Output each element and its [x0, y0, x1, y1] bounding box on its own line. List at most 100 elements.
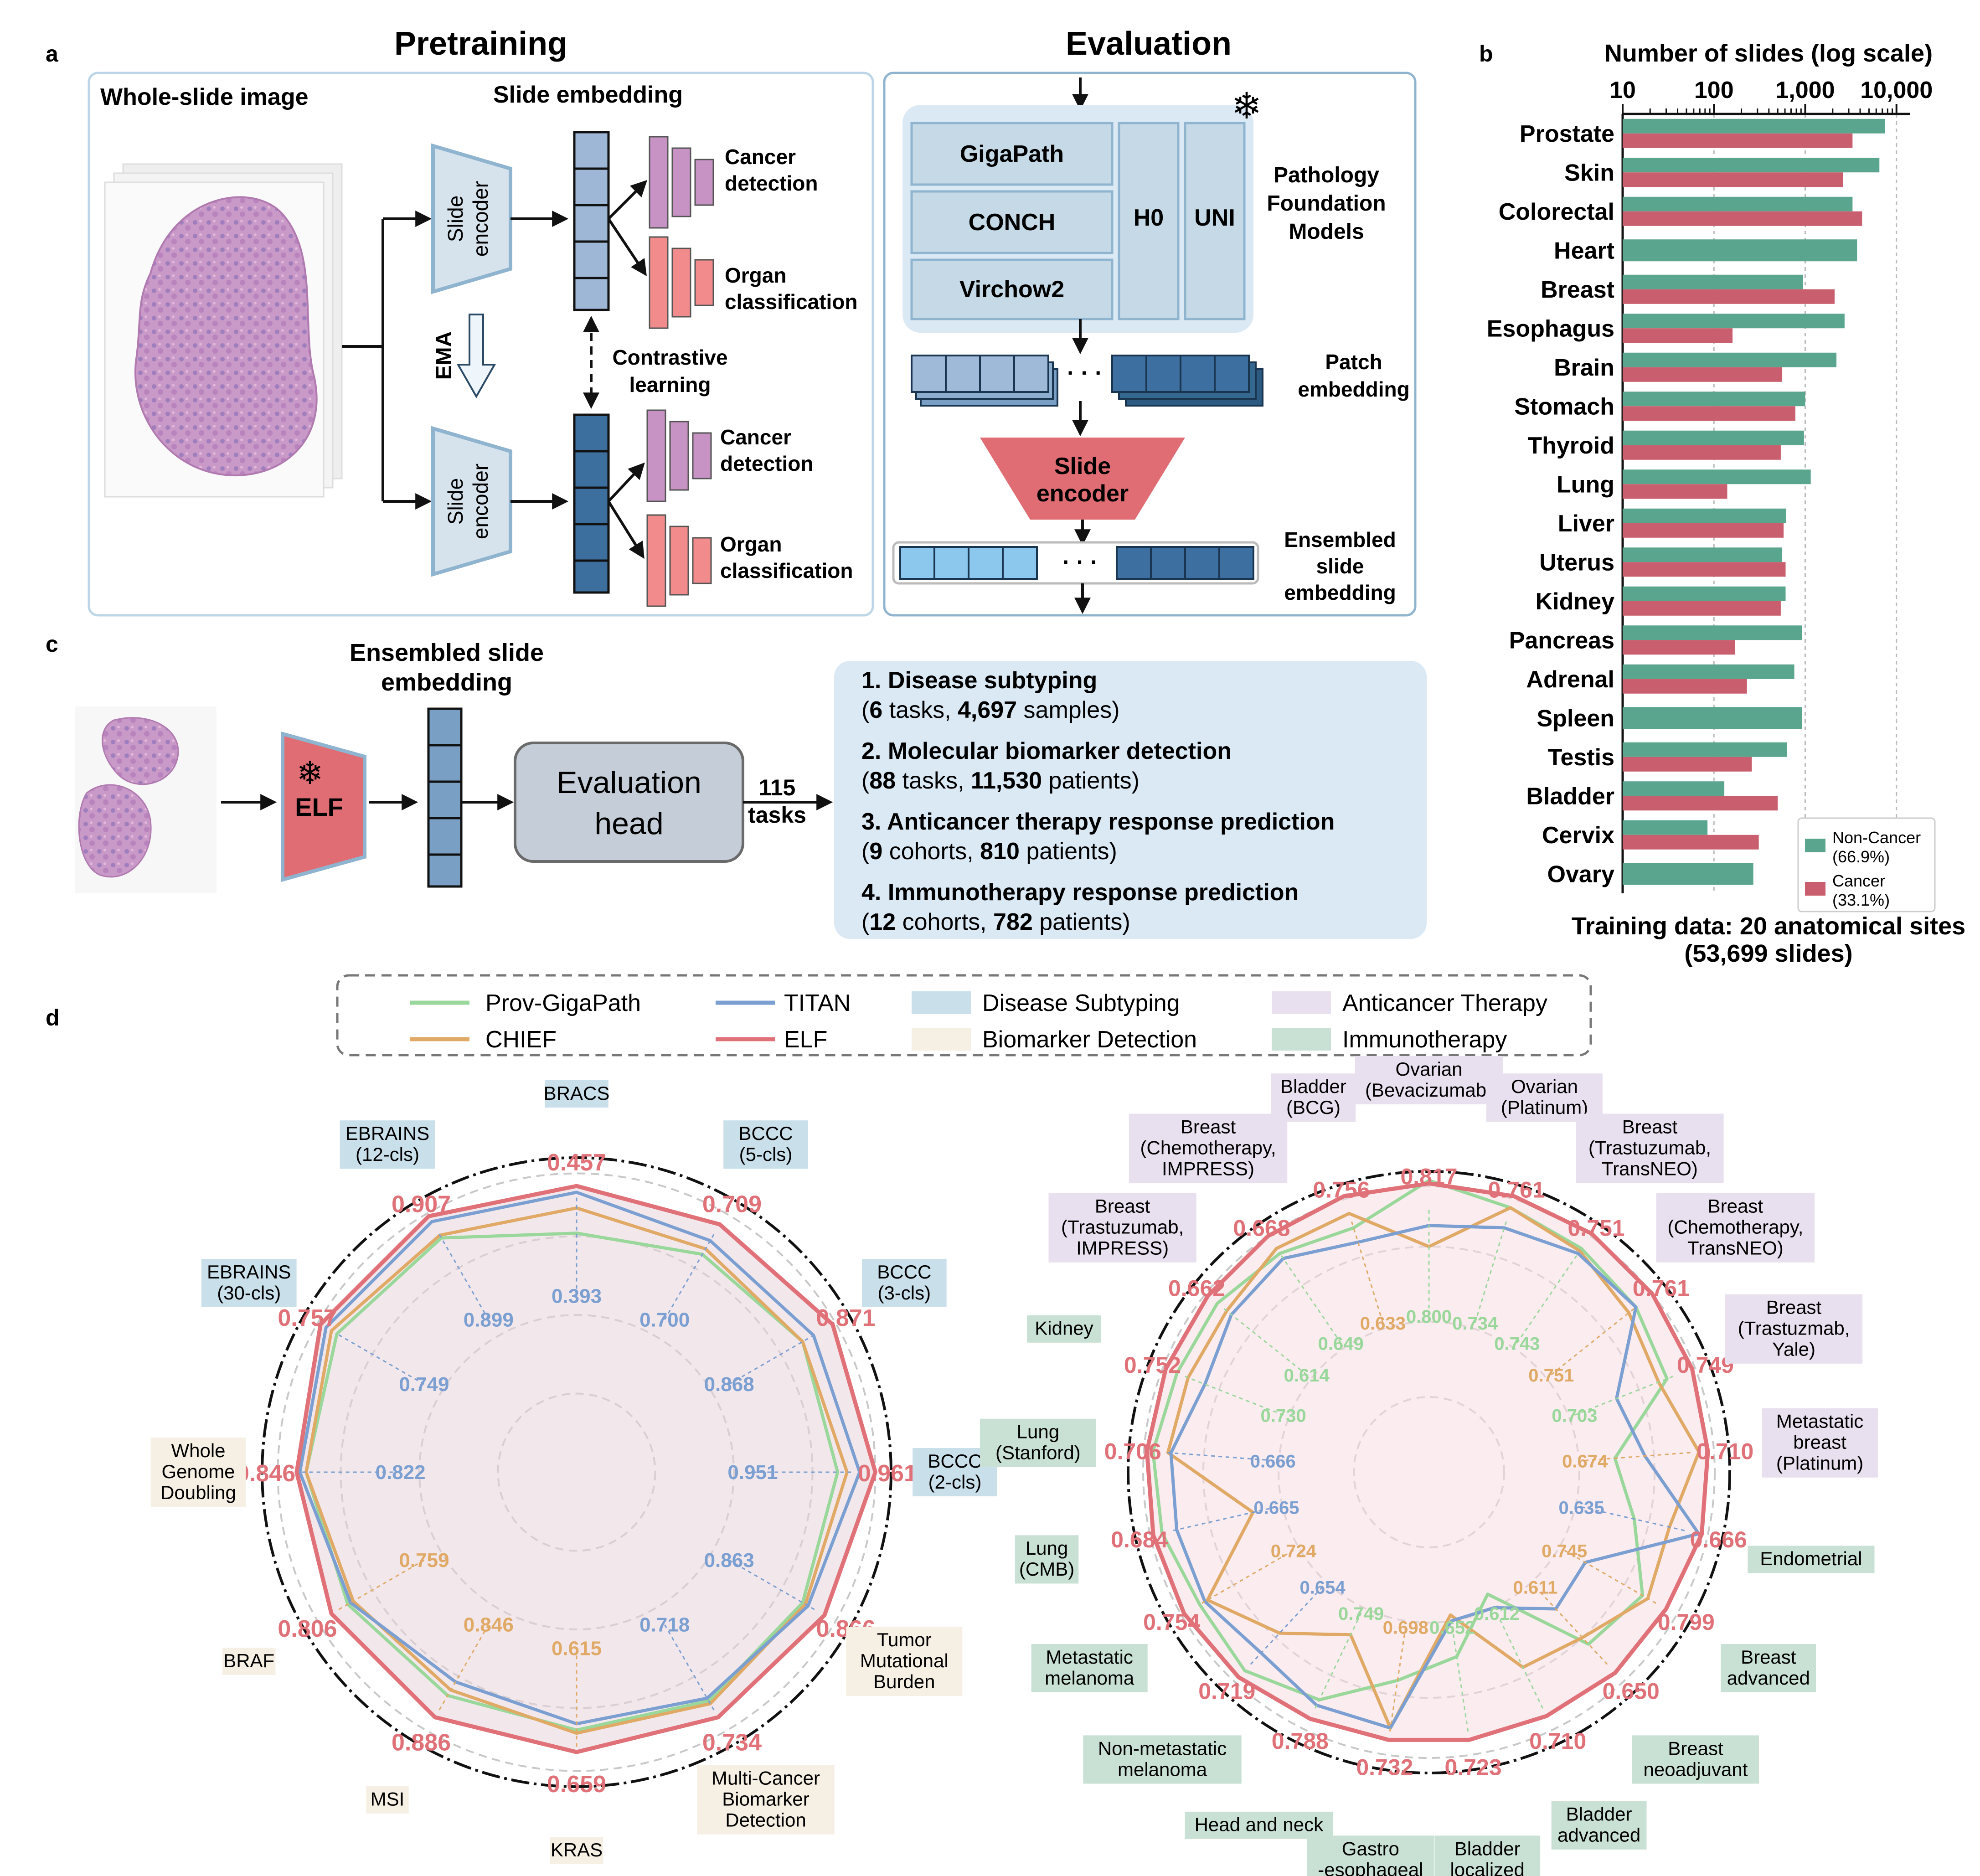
- radar-elf-value: 0.871: [816, 1305, 875, 1331]
- bar-noncancer: [1623, 239, 1857, 262]
- radar-category-label: Detection: [725, 1809, 806, 1831]
- svg-text:Slide: Slide: [443, 478, 467, 525]
- bar-cancer: [1623, 133, 1853, 148]
- legend-label: Non-Cancer: [1832, 828, 1921, 847]
- radar-category-label: Tumor: [877, 1629, 932, 1650]
- radar-category-label: Breast: [1622, 1116, 1678, 1137]
- radar-inner-spoke: [1248, 1586, 1323, 1667]
- radar-inner-value: 0.652: [1429, 1618, 1475, 1638]
- svg-text:· · ·: · · ·: [1067, 360, 1103, 386]
- radar-inner-value: 0.846: [464, 1614, 514, 1636]
- radar-elf-value: 0.886: [392, 1730, 451, 1756]
- radar-elf-value: 0.732: [1356, 1754, 1413, 1780]
- organ-head-bottom: [646, 514, 712, 607]
- radar-category-label: (3-cls): [877, 1282, 931, 1304]
- radar-category-label: Breast: [1708, 1196, 1763, 1217]
- evaluation-title: Evaluation: [1066, 26, 1232, 62]
- radar-category-bg: [1083, 1735, 1242, 1784]
- radar-category-label: Kidney: [1035, 1318, 1093, 1339]
- radar-inner-spoke: [1350, 1219, 1384, 1323]
- bar-noncancer: [1623, 625, 1802, 640]
- radar-elf-fill: [1147, 1183, 1708, 1740]
- svg-text:embedding: embedding: [381, 669, 512, 696]
- radar-elf-value: 0.751: [1568, 1216, 1624, 1241]
- radar-inner-spoke: [1516, 1253, 1579, 1344]
- radar-category-label: BCCC: [738, 1123, 793, 1144]
- radar-inner-spoke: [1496, 1613, 1545, 1711]
- radar-inner-value: 0.718: [639, 1614, 690, 1636]
- bar-cancer: [1623, 367, 1783, 382]
- bar-category-label: Kidney: [1536, 588, 1614, 615]
- radar-category-bg: [1048, 1193, 1196, 1263]
- svg-text:Cancer: Cancer: [720, 425, 791, 449]
- radar-inner-value: 0.730: [1260, 1406, 1306, 1426]
- radar-category-label: Gastro: [1342, 1838, 1399, 1859]
- radar-inner-spoke: [1585, 1452, 1693, 1461]
- legend-swatch: [1805, 839, 1825, 852]
- radar-category-bg: [1271, 1073, 1356, 1122]
- bar-chart-title: Number of slides (log scale): [1604, 40, 1933, 67]
- radar-inner-value: 0.654: [1300, 1578, 1346, 1598]
- bar-cancer: [1623, 835, 1759, 850]
- radar-elf-value: 0.757: [278, 1305, 337, 1331]
- radar-category-label: Breast: [1741, 1646, 1796, 1668]
- bar-category-label: Ovary: [1547, 861, 1615, 887]
- svg-text:Slide: Slide: [443, 196, 467, 242]
- legend-label: Cancer: [1832, 871, 1885, 890]
- radar-category-label: Genome: [161, 1461, 235, 1482]
- radar-inner-spoke: [1474, 1219, 1508, 1323]
- legend-titan: TITAN: [784, 990, 851, 1016]
- evaluation-box: [883, 72, 1417, 617]
- legend-swatch: [1805, 882, 1825, 896]
- svg-text:Organ: Organ: [720, 532, 782, 556]
- bar-cancer: [1623, 172, 1843, 187]
- radar-inner-spoke: [438, 1232, 490, 1320]
- bar-category-label: Testis: [1548, 744, 1614, 771]
- radar-category-label: Mutational: [860, 1650, 949, 1671]
- bar-category-label: Heart: [1554, 237, 1614, 264]
- model-h0: H0: [1134, 205, 1164, 231]
- bar-category-label: Prostate: [1520, 121, 1614, 147]
- radar-category-label: BRACS: [544, 1082, 610, 1104]
- radar-category-bg: [861, 1259, 947, 1307]
- bar-category-label: Stomach: [1514, 393, 1614, 420]
- bar-noncancer: [1623, 469, 1811, 484]
- bar-category-label: Spleen: [1537, 705, 1615, 732]
- panel-label-d: d: [46, 1005, 60, 1031]
- radar-elf-value: 0.754: [1143, 1609, 1200, 1635]
- radar-elf-value: 0.662: [1168, 1276, 1225, 1301]
- radar-category-bg: [1185, 1811, 1333, 1839]
- radar-inner-spoke: [1581, 1506, 1687, 1532]
- legend-immuno: Immunotherapy: [1342, 1026, 1507, 1053]
- bar-cancer: [1623, 679, 1747, 694]
- radar-category-bg: [222, 1648, 276, 1675]
- bar-cancer: [1623, 562, 1786, 577]
- radar-category-bg: [1762, 1408, 1878, 1478]
- legend-chief: CHIEF: [485, 1026, 557, 1053]
- legend-prov: Prov-GigaPath: [485, 990, 641, 1016]
- svg-text:115: 115: [759, 775, 796, 800]
- radar-category-label: Breast: [1668, 1737, 1723, 1759]
- svg-text:classification: classification: [725, 290, 857, 314]
- radar-category-label: Breast: [1095, 1196, 1150, 1217]
- task-detail: (88 tasks, 11,530 patients): [861, 768, 1140, 794]
- radar-inner-spoke: [664, 1624, 716, 1712]
- bar-noncancer: [1623, 508, 1786, 523]
- panel-a: a Pretraining Whole-slide image Slide em…: [46, 26, 1417, 617]
- legend-label-pct: (66.9%): [1832, 847, 1890, 866]
- radar-inner-spoke: [1199, 1550, 1294, 1605]
- radar-inner-value: 0.393: [552, 1285, 602, 1308]
- radar-inner-value: 0.614: [1284, 1366, 1330, 1386]
- slide-embedding-bottom: [573, 413, 610, 594]
- radar-inner-value: 0.700: [639, 1309, 690, 1331]
- radar-inner-value: 0.899: [464, 1309, 514, 1331]
- svg-text:detection: detection: [720, 452, 813, 475]
- radar-category-label: (CMB): [1019, 1558, 1074, 1580]
- radar-inner-value: 0.822: [376, 1461, 426, 1484]
- bar-noncancer: [1623, 707, 1802, 729]
- radar-category-label: breast: [1793, 1432, 1846, 1453]
- radar-category-bg: [697, 1765, 835, 1835]
- radar-elf-value: 0.761: [1633, 1276, 1690, 1301]
- pretraining-title: Pretraining: [394, 26, 567, 62]
